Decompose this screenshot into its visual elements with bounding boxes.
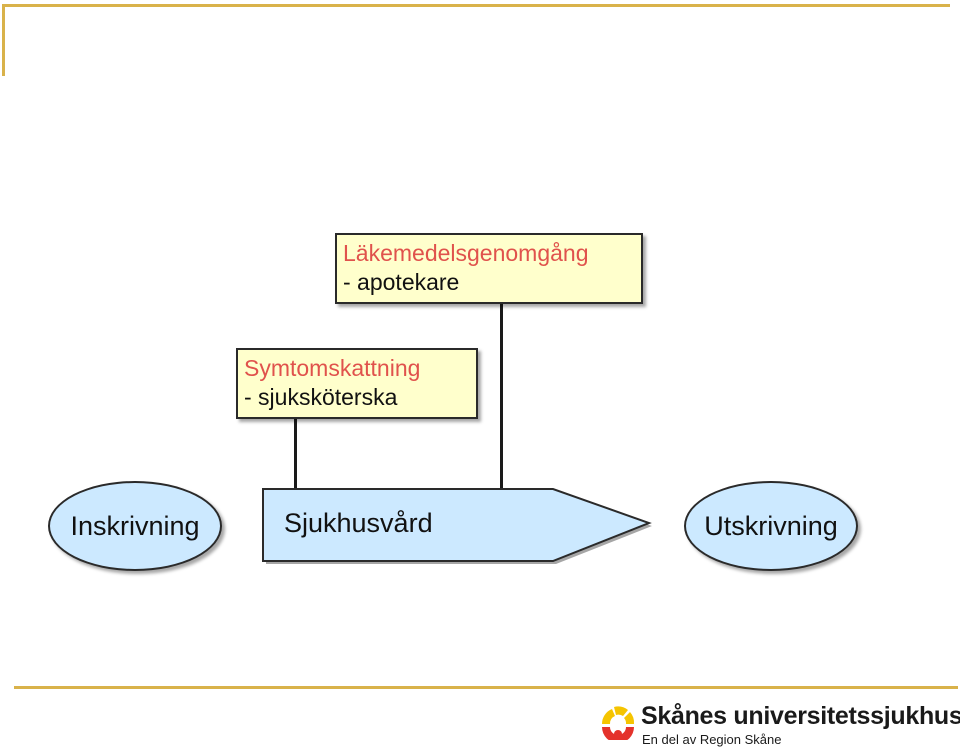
- frame-bottom-line: [14, 686, 958, 689]
- frame-top-line: [2, 4, 950, 7]
- frame-left-line: [2, 4, 5, 76]
- discharge-label: Utskrivning: [704, 510, 838, 541]
- admission-label: Inskrivning: [70, 510, 200, 541]
- hospital-care-label: Sjukhusvård: [284, 508, 433, 538]
- admission-ellipse: Inskrivning: [48, 481, 222, 571]
- callout-medication-review-subtitle: - apotekare: [343, 269, 460, 295]
- logo-tagline: En del av Region Skåne: [642, 732, 782, 747]
- sus-logo-icon: [601, 706, 635, 740]
- hospital-care-arrow: [262, 488, 652, 564]
- callout-medication-review-title: Läkemedelsgenomgång: [343, 240, 589, 266]
- hospital-care-arrow-shape: [262, 488, 652, 562]
- connector-medication-review: [500, 304, 503, 490]
- logo-name: Skånes universitetssjukhus: [641, 702, 960, 730]
- callout-medication-review: Läkemedelsgenomgång - apotekare: [335, 233, 643, 304]
- callout-symptom-rating: Symtomskattning - sjuksköterska: [236, 348, 478, 419]
- connector-symptom-rating: [294, 419, 297, 489]
- callout-symptom-rating-subtitle: - sjuksköterska: [244, 384, 398, 410]
- discharge-ellipse: Utskrivning: [684, 481, 858, 571]
- callout-symptom-rating-title: Symtomskattning: [244, 355, 421, 381]
